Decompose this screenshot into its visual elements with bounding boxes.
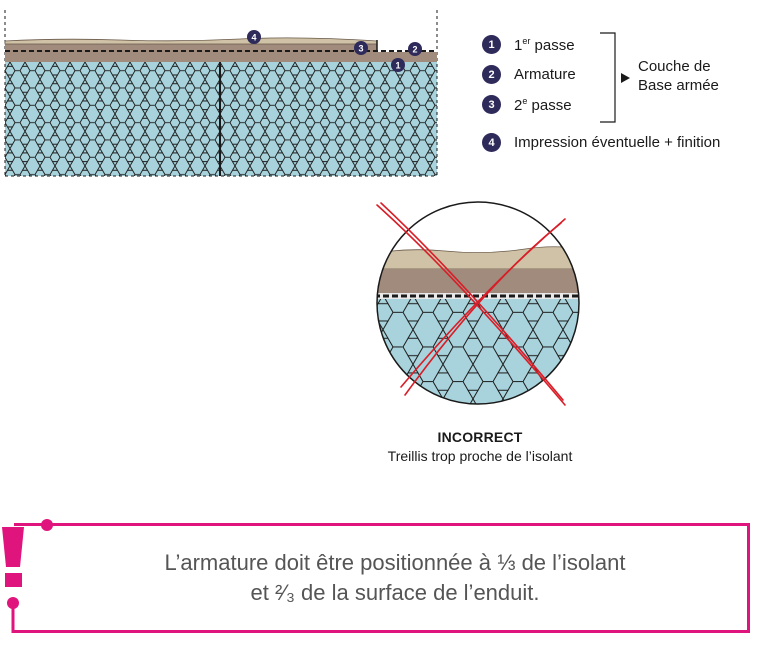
- base-coat-layer: [5, 52, 437, 62]
- group-label: Couche de Base armée: [638, 58, 719, 94]
- legend-item-4: 4 Impression éventuelle + finition: [482, 133, 720, 152]
- legend-label: 1er passe: [514, 35, 575, 54]
- warning-icon: [2, 519, 53, 633]
- incorrect-detail-diagram: [376, 201, 580, 406]
- legend-label: Impression éventuelle + finition: [514, 134, 721, 151]
- note-line-2: et ²⁄₃ de la surface de l’enduit.: [250, 580, 540, 605]
- svg-text:1: 1: [395, 61, 400, 71]
- legend-label: 2e passe: [514, 95, 572, 114]
- wall-section-diagram: 4 3 2 1: [4, 10, 438, 177]
- marker-4: 4: [247, 30, 261, 44]
- legend-number: 2: [482, 65, 501, 84]
- marker-3: 3: [354, 41, 368, 55]
- marker-2: 2: [408, 42, 422, 56]
- legend-label: Armature: [514, 66, 576, 83]
- legend-number: 1: [482, 35, 501, 54]
- note-line-1: L’armature doit être positionnée à ⅓ de …: [164, 550, 626, 575]
- legend: 1 1er passe 2 Armature 3 2e passe 4 Impr…: [482, 30, 767, 160]
- marker-1: 1: [391, 58, 405, 72]
- detail-status: INCORRECT: [437, 429, 523, 445]
- legend-item-1: 1 1er passe: [482, 35, 575, 54]
- finish-layer: [4, 37, 378, 45]
- cross-icon: [376, 202, 566, 406]
- legend-number: 4: [482, 133, 501, 152]
- note-text: L’armature doit être positionnée à ⅓ de …: [40, 548, 750, 608]
- detail-caption: INCORRECT Treillis trop proche de l’isol…: [330, 428, 630, 466]
- note-box: [14, 523, 750, 633]
- svg-text:4: 4: [251, 33, 256, 43]
- legend-item-2: 2 Armature: [482, 65, 576, 84]
- detail-description: Treillis trop proche de l’isolant: [387, 448, 573, 464]
- legend-number: 3: [482, 95, 501, 114]
- legend-item-3: 3 2e passe: [482, 95, 572, 114]
- svg-text:2: 2: [412, 45, 417, 55]
- bracket-icon: [600, 32, 630, 123]
- svg-text:3: 3: [358, 44, 363, 54]
